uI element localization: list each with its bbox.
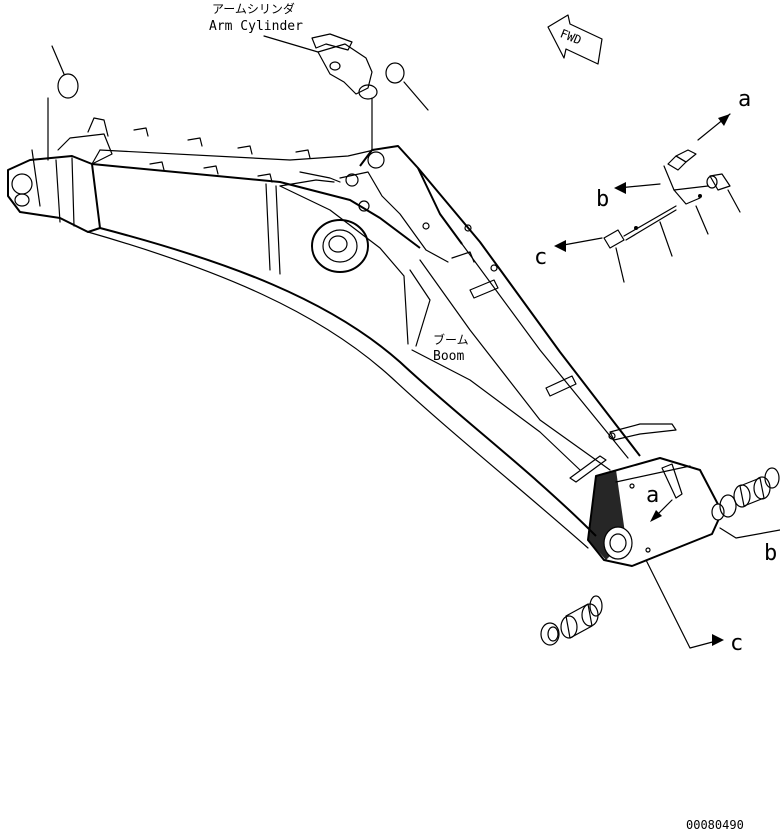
fwd-arrow-icon: FWD (547, 14, 603, 65)
callout-a-top: a (697, 87, 751, 141)
callout-b-bottom: b (719, 527, 780, 566)
svg-text:b: b (764, 541, 777, 566)
arm-cylinder-label-jp: アームシリンダ (212, 1, 295, 16)
arm-cylinder-label-en: Arm Cylinder (209, 19, 303, 34)
boom-label-jp: ブーム (433, 332, 469, 347)
callout-a-bottom: a (646, 483, 673, 522)
bushing-left-icon (540, 595, 603, 646)
svg-text:b: b (596, 187, 609, 212)
fitting-assembly (603, 149, 741, 283)
svg-text:c: c (730, 631, 743, 656)
svg-text:c: c (534, 245, 547, 270)
svg-text:a: a (646, 483, 659, 508)
boom-body (7, 117, 677, 549)
boom-foot (587, 457, 725, 567)
fwd-label: FWD (558, 26, 583, 47)
washer-icon (385, 62, 429, 111)
arm-cylinder-part (263, 33, 378, 151)
callout-c-bottom: c (645, 559, 743, 656)
boom-label-en: Boom (433, 349, 464, 364)
svg-text:a: a (738, 87, 751, 112)
bushing-right-icon (719, 467, 780, 518)
callout-b-top: b (596, 182, 661, 212)
callout-c-top: c (534, 237, 603, 270)
washer-left-icon (47, 45, 79, 161)
drawing-number: 00080490 (686, 818, 744, 832)
